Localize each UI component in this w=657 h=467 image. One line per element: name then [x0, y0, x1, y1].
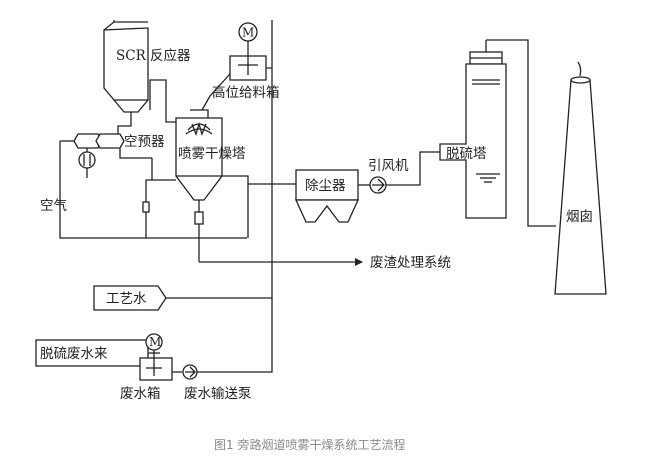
desulfur-wastewater-source [35, 339, 160, 367]
slag-system-label: 废渣处理系统 [370, 255, 451, 271]
dust-collector-label: 除尘器 [305, 178, 346, 194]
air-preheater [60, 133, 125, 149]
scr-reactor [103, 20, 149, 122]
air-label: 空气 [40, 198, 67, 214]
high-tank-label: 高位给料箱 [212, 84, 280, 101]
figure-caption: 图1 旁路烟道喷雾干燥系统工艺流程 [214, 437, 405, 452]
scr-reactor-label: SCR 反应器 [116, 47, 191, 64]
chimney-label: 烟囱 [566, 209, 593, 225]
wastewater-tank-label: 废水箱 [120, 386, 161, 402]
desulfur-wastewater-label: 脱硫废水来 [40, 346, 108, 362]
spray-dryer [175, 109, 223, 262]
wastewater-pump-label: 废水输送泵 [184, 386, 252, 402]
process-water-label: 工艺水 [106, 291, 147, 307]
chimney [554, 61, 607, 295]
dust-collector [294, 169, 360, 223]
wastewater-tank [139, 333, 173, 381]
high-tank [229, 22, 267, 81]
wastewater-pump-icon [182, 364, 198, 380]
air-fan-icon [78, 148, 96, 178]
desulfur-tower [439, 40, 507, 219]
induced-fan-icon [369, 176, 387, 194]
air-preheater-label: 空预器 [124, 134, 165, 150]
induced-fan-label: 引风机 [368, 158, 409, 174]
wastewater-motor-label: M [149, 335, 161, 349]
spray-dryer-label: 喷雾干燥塔 [178, 146, 246, 162]
high-tank-motor-label: M [242, 26, 254, 40]
bypass-valve-icon [142, 201, 150, 213]
process-water [93, 285, 272, 311]
desulfur-tower-label: 脱硫塔 [446, 146, 487, 162]
